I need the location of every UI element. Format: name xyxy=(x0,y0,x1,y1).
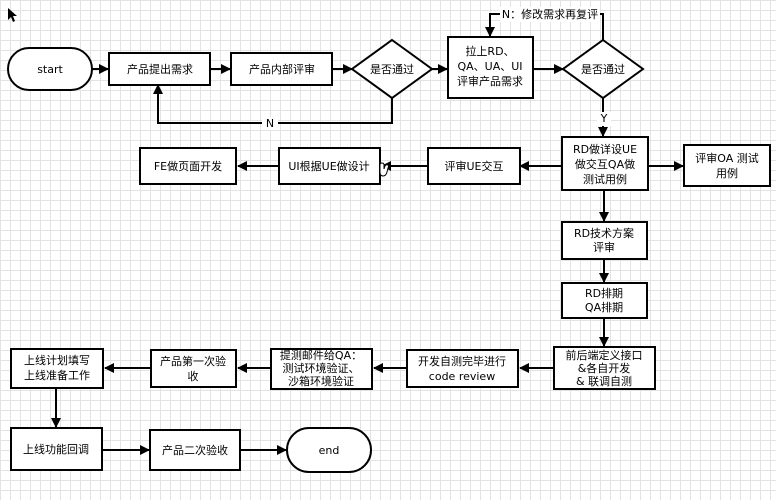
node-end: end xyxy=(286,427,372,473)
node-cross-review-line-3: 评审产品需求 xyxy=(457,74,523,88)
node-start: start xyxy=(7,47,93,91)
node-interface-dev-line-1: 前后端定义接口 xyxy=(566,348,643,362)
node-interface-dev-line-3: & 联调自测 xyxy=(576,375,632,388)
node-review-ue-label: 评审UE交互 xyxy=(444,159,503,173)
edge-label-yes: Y xyxy=(600,112,608,125)
node-first-accept-line-1: 产品第一次验 xyxy=(160,354,226,368)
node-start-label: start xyxy=(37,63,63,76)
node-launch-plan-line-2: 上线准备工作 xyxy=(24,368,90,382)
node-tech-review: RD技术方案 评审 xyxy=(561,221,648,260)
node-review-qa-line-1: 评审OA 测试 xyxy=(695,151,759,165)
node-req-raise-label: 产品提出需求 xyxy=(127,62,193,76)
node-internal-review-label: 产品内部评审 xyxy=(249,62,315,76)
node-cross-review: 拉上RD、 QA、UA、UI 评审产品需求 xyxy=(447,36,534,99)
node-cross-review-line-1: 拉上RD、 xyxy=(465,44,514,58)
node-second-accept: 产品二次验收 xyxy=(149,429,241,471)
node-mail-qa-line-1: 提测邮件给QA： xyxy=(280,349,362,362)
node-req-raise: 产品提出需求 xyxy=(108,52,211,86)
node-mail-qa: 提测邮件给QA： 测试环境验证、 沙箱环境验证 xyxy=(270,348,373,390)
node-launch-plan: 上线计划填写 上线准备工作 xyxy=(10,348,104,389)
node-mail-qa-line-2: 测试环境验证、 xyxy=(283,361,360,375)
node-ui-design: UI根据UE做设计 xyxy=(278,147,381,185)
node-decision-2-label: 是否通过 xyxy=(581,63,625,76)
node-code-review: 开发自测完毕进行 code review xyxy=(406,349,519,388)
node-schedule: RD排期 QA排期 xyxy=(561,282,648,319)
node-tech-review-line-1: RD技术方案 xyxy=(574,226,634,240)
node-detail-design: RD做详设UE 做交互QA做 测试用例 xyxy=(561,136,649,191)
node-end-label: end xyxy=(319,444,340,457)
node-fe-dev: FE做页面开发 xyxy=(139,147,237,185)
node-interface-dev-line-2: &各自开发 xyxy=(578,361,631,375)
node-launch-check: 上线功能回调 xyxy=(10,427,103,471)
node-fe-dev-label: FE做页面开发 xyxy=(154,159,222,173)
node-internal-review: 产品内部评审 xyxy=(230,52,333,86)
hand-cursor-icon xyxy=(379,162,389,177)
node-launch-plan-line-1: 上线计划填写 xyxy=(24,353,90,367)
node-code-review-line-2: code review xyxy=(429,370,495,383)
edge-label-no-2: N：修改需求再复评 xyxy=(502,7,598,21)
node-second-accept-label: 产品二次验收 xyxy=(162,443,228,457)
node-review-qa: 评审OA 测试 用例 xyxy=(683,144,771,187)
node-review-ue: 评审UE交互 xyxy=(427,147,521,185)
node-first-accept-line-2: 收 xyxy=(188,369,199,383)
node-detail-design-line-1: RD做详设UE xyxy=(573,142,637,156)
node-schedule-line-2: QA排期 xyxy=(585,300,623,314)
node-launch-check-label: 上线功能回调 xyxy=(23,442,89,456)
node-detail-design-line-2: 做交互QA做 xyxy=(575,157,635,171)
node-tech-review-line-2: 评审 xyxy=(593,240,615,254)
node-cross-review-line-2: QA、UA、UI xyxy=(457,60,522,73)
node-decision-2: 是否通过 xyxy=(561,38,645,100)
node-schedule-line-1: RD排期 xyxy=(585,286,623,300)
edge-label-no-1: N xyxy=(266,117,274,130)
node-detail-design-line-3: 测试用例 xyxy=(583,172,627,186)
mouse-pointer-icon xyxy=(8,8,17,22)
node-interface-dev: 前后端定义接口 &各自开发 & 联调自测 xyxy=(553,346,656,390)
node-review-qa-line-2: 用例 xyxy=(716,166,738,180)
node-decision-1: 是否通过 xyxy=(350,38,434,100)
node-ui-design-label: UI根据UE做设计 xyxy=(288,159,369,173)
node-code-review-line-1: 开发自测完毕进行 xyxy=(418,354,506,368)
node-mail-qa-line-3: 沙箱环境验证 xyxy=(288,374,354,388)
node-decision-1-label: 是否通过 xyxy=(370,63,414,76)
node-first-accept: 产品第一次验 收 xyxy=(150,349,237,388)
